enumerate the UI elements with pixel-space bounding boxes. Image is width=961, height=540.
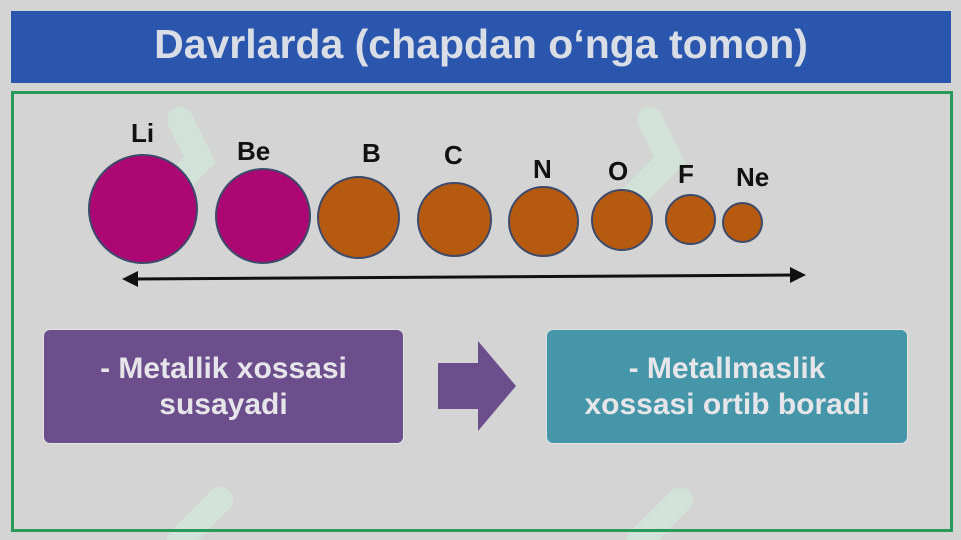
atom-n	[508, 186, 579, 257]
double-arrow-icon	[122, 267, 806, 287]
title-bar: Davrlarda (chapdan o‘nga tomon)	[11, 11, 951, 83]
element-label-o: O	[608, 156, 629, 186]
element-label-c: C	[444, 140, 463, 170]
atom-o	[591, 189, 653, 251]
atom-f	[665, 194, 716, 245]
content-frame	[11, 91, 953, 532]
element-label-li: Li	[131, 118, 155, 148]
nonmetallic-property-text: - Metallmaslik xossasi ortib boradi	[584, 351, 870, 421]
element-label-ne: Ne	[736, 162, 770, 192]
metallic-property-text: - Metallik xossasi susayadi	[100, 351, 347, 421]
page-title: Davrlarda (chapdan o‘nga tomon)	[154, 20, 808, 67]
element-label-b: B	[362, 138, 381, 168]
atom-c	[417, 182, 492, 257]
right-arrow-icon	[438, 341, 516, 431]
metallic-property-box: - Metallik xossasi susayadi	[44, 330, 403, 443]
atom-ne	[722, 202, 763, 243]
nonmetallic-property-box: - Metallmaslik xossasi ortib boradi	[547, 330, 907, 443]
element-label-be: Be	[237, 136, 271, 166]
element-label-f: F	[678, 159, 694, 189]
atom-li	[88, 154, 198, 264]
atom-b	[317, 176, 400, 259]
atom-be	[215, 168, 311, 264]
element-label-n: N	[533, 154, 552, 184]
